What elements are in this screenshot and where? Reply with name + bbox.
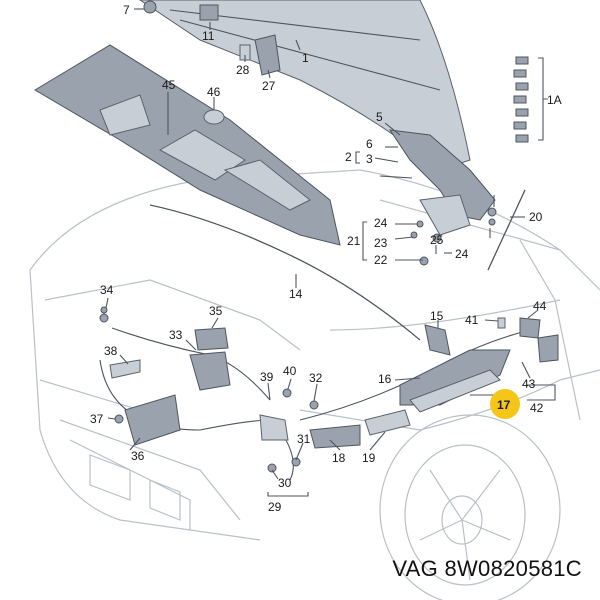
label-27: 27 bbox=[262, 79, 276, 93]
label-31: 31 bbox=[297, 432, 311, 446]
label-6: 6 bbox=[366, 137, 373, 151]
label-39: 39 bbox=[260, 370, 274, 384]
label-43: 43 bbox=[522, 377, 536, 391]
label-34: 34 bbox=[100, 283, 114, 297]
callout-labels: 7 11 1 28 27 45 46 1A 5 2 6 3 20 24 21 2… bbox=[90, 3, 562, 514]
label-35: 35 bbox=[209, 304, 223, 318]
label-17: 17 bbox=[497, 398, 511, 412]
label-45: 45 bbox=[162, 78, 176, 92]
label-19: 19 bbox=[362, 451, 376, 465]
right-side-brackets bbox=[497, 317, 559, 363]
seal-strip-inner bbox=[149, 204, 421, 341]
label-22: 22 bbox=[374, 253, 388, 267]
label-37: 37 bbox=[90, 412, 104, 426]
label-36: 36 bbox=[131, 449, 145, 463]
label-20: 20 bbox=[529, 210, 543, 224]
label-44: 44 bbox=[533, 299, 547, 313]
fasteners bbox=[99, 0, 497, 473]
label-11: 11 bbox=[202, 29, 215, 43]
label-42: 42 bbox=[530, 401, 544, 415]
label-41: 41 bbox=[465, 313, 479, 327]
hood-hinge bbox=[388, 129, 496, 236]
label-3: 3 bbox=[366, 152, 373, 166]
label-32: 32 bbox=[309, 371, 323, 385]
label-23: 23 bbox=[374, 236, 388, 250]
label-15: 15 bbox=[430, 309, 444, 323]
car-body-outline bbox=[29, 169, 600, 600]
label-29: 29 bbox=[268, 500, 282, 514]
label-24-bottom: 24 bbox=[455, 247, 469, 261]
lock-carriers bbox=[309, 324, 511, 449]
label-1a: 1A bbox=[547, 93, 562, 107]
label-28: 28 bbox=[236, 63, 250, 77]
group-brackets bbox=[267, 57, 556, 497]
label-25: 25 bbox=[430, 233, 444, 247]
label-14: 14 bbox=[289, 287, 303, 301]
label-1: 1 bbox=[302, 51, 309, 65]
cowl-panel bbox=[34, 44, 341, 246]
label-24-top: 24 bbox=[374, 216, 388, 230]
highlight-marker bbox=[490, 389, 520, 419]
label-21: 21 bbox=[347, 234, 361, 248]
label-38: 38 bbox=[104, 344, 118, 358]
leader-lines bbox=[105, 8, 539, 480]
label-16: 16 bbox=[378, 372, 392, 386]
bolt-stack-1a bbox=[513, 56, 529, 143]
label-5: 5 bbox=[376, 110, 383, 124]
part-number-caption: VAG 8W0820581C bbox=[392, 556, 582, 581]
gas-strut bbox=[487, 189, 526, 271]
label-2: 2 bbox=[345, 150, 352, 164]
hood-latch-assemblies bbox=[109, 327, 289, 446]
label-46: 46 bbox=[207, 85, 221, 99]
label-40: 40 bbox=[283, 364, 297, 378]
label-30: 30 bbox=[278, 476, 292, 490]
label-7: 7 bbox=[123, 3, 130, 17]
label-18: 18 bbox=[332, 451, 346, 465]
label-33: 33 bbox=[169, 328, 183, 342]
